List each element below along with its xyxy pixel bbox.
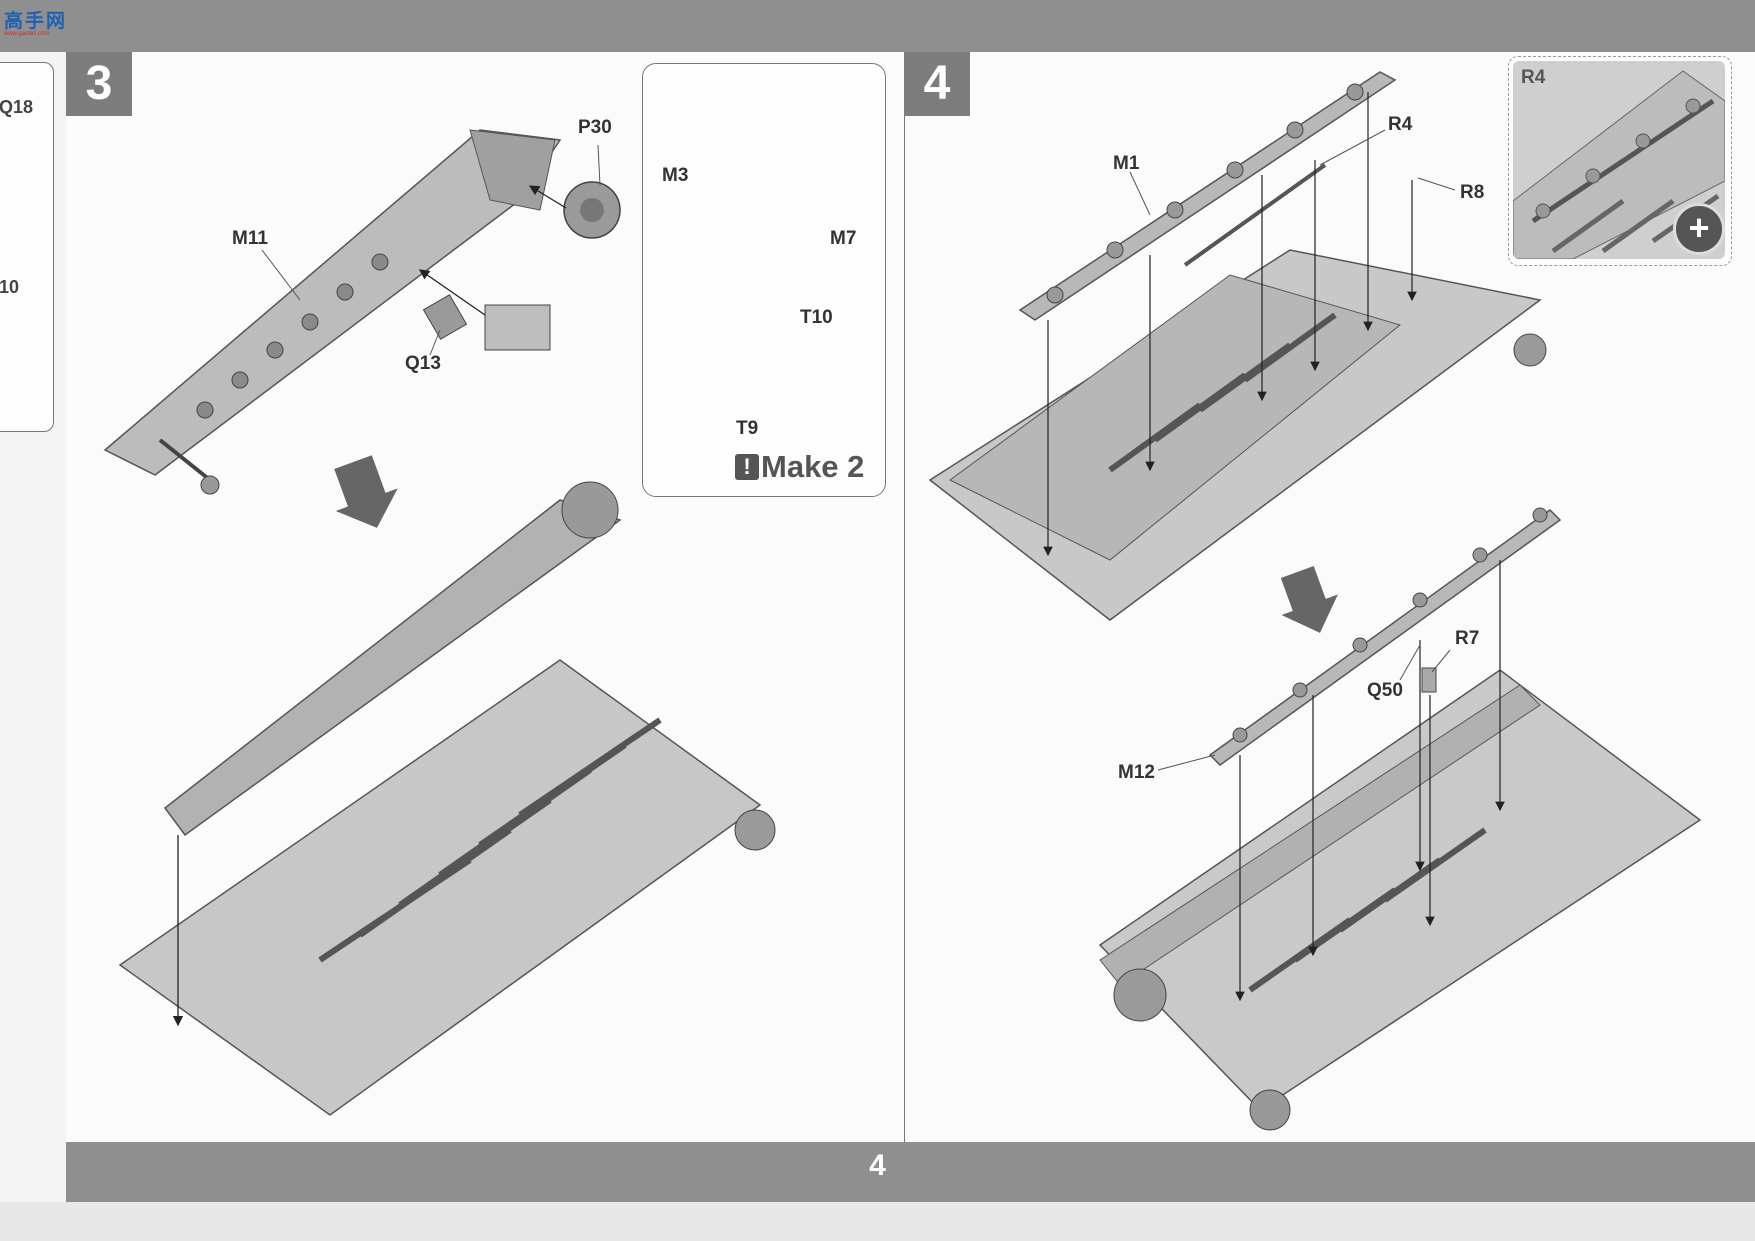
callout-t9: T9 [736,418,759,439]
callout-q13: Q13 [405,353,441,374]
part-q13 [422,294,468,340]
detail-box: !Make 2 [642,63,886,497]
callout-m7: M7 [830,228,857,249]
step3-hull [118,481,776,1116]
zoom-detail-art [1513,70,1725,259]
scan-margin [0,1202,1755,1241]
make-2-text: Make 2 [761,449,865,484]
part-box [484,304,551,351]
step3-side-panel [103,129,562,476]
logo-text: 高手网 [4,10,68,32]
zoom-detail-image: R4 + [1513,61,1725,259]
make-2-note: !Make 2 [735,449,864,485]
callout-r4: R4 [1388,114,1413,135]
top-header-bar: 高手网 www.gaotes.com [0,0,1755,52]
part-link-arm [158,438,220,495]
warning-icon: ! [735,454,759,480]
step4-down-arrow [1280,565,1338,633]
zoom-in-icon[interactable]: + [1673,203,1725,255]
step4-side-panel [1018,71,1397,321]
callout-m1: M1 [1113,153,1140,174]
zoom-detail-box[interactable]: R4 + [1508,56,1732,266]
step3-down-arrow [334,455,398,528]
site-logo: 高手网 www.gaotes.com [4,6,68,40]
previous-page-panel: Q18 10 [0,62,54,432]
bottom-footer-bar [66,1142,1755,1202]
page-divider [904,52,905,1142]
step4-side-panel-2 [1208,507,1562,766]
callout-r7: R7 [1455,628,1480,649]
callout-t10: T10 [800,307,833,328]
step4-hull-bottom [1098,669,1702,1131]
step-4-number: 4 [904,52,970,116]
callout-m3: M3 [662,165,689,186]
callout-p30: P30 [578,117,612,138]
callout-m12: M12 [1118,762,1155,783]
arrow-p30 [528,185,567,209]
step4-hull-top [928,249,1547,621]
callout-r8: R8 [1460,182,1485,203]
step-3-number: 3 [66,52,132,116]
logo-url: www.gaotes.com [4,31,50,37]
callout-m11: M11 [232,228,268,249]
arrow-box [418,269,486,316]
page-number: 4 [869,1149,886,1182]
prev-callout-q18: Q18 [0,97,34,117]
step4-arrows-top [1043,92,1417,557]
callout-q50: Q50 [1367,680,1403,701]
zoom-callout-r4: R4 [1521,67,1546,88]
prev-callout-10: 10 [0,277,20,297]
part-p30-wheel [563,181,621,239]
step4-arrows-bottom [1235,560,1505,1002]
